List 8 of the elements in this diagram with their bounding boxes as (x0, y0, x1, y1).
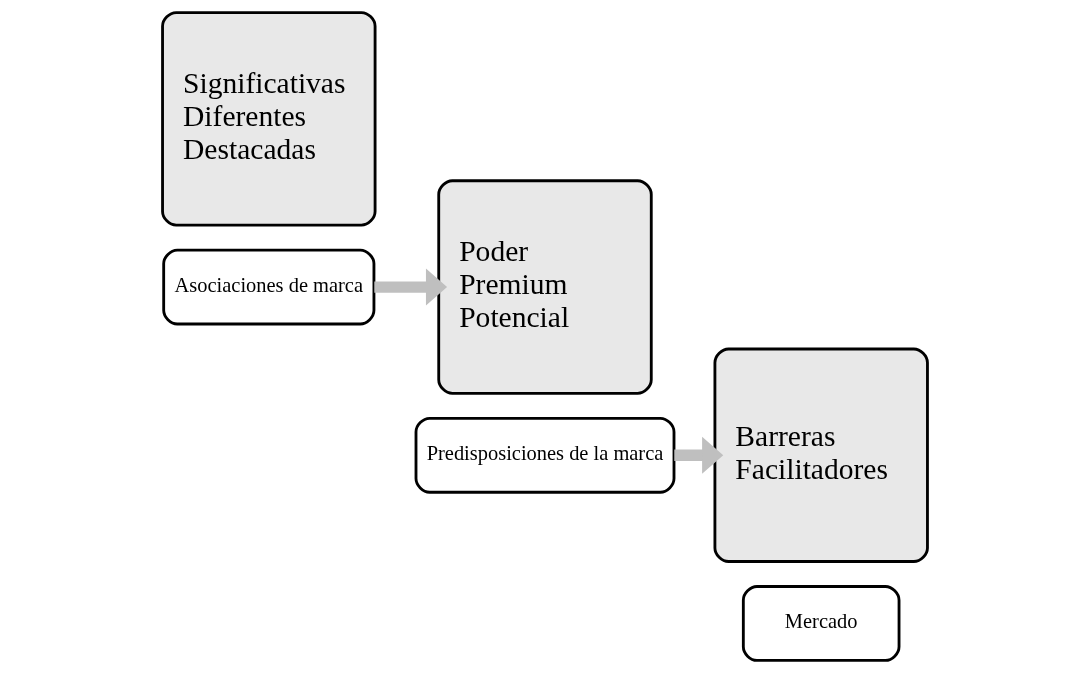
node-box: Asociaciones de marca (162, 248, 376, 326)
node-box: Predisposiciones de la marca (414, 416, 676, 494)
arrow (374, 268, 448, 306)
node-box: Poder Premium Potencial (437, 179, 653, 395)
arrow (674, 436, 724, 474)
node-box: Significativas Diferentes Destacadas (161, 11, 377, 227)
node-box: Mercado (741, 585, 901, 662)
node-box: Barreras Facilitadores (713, 347, 929, 563)
